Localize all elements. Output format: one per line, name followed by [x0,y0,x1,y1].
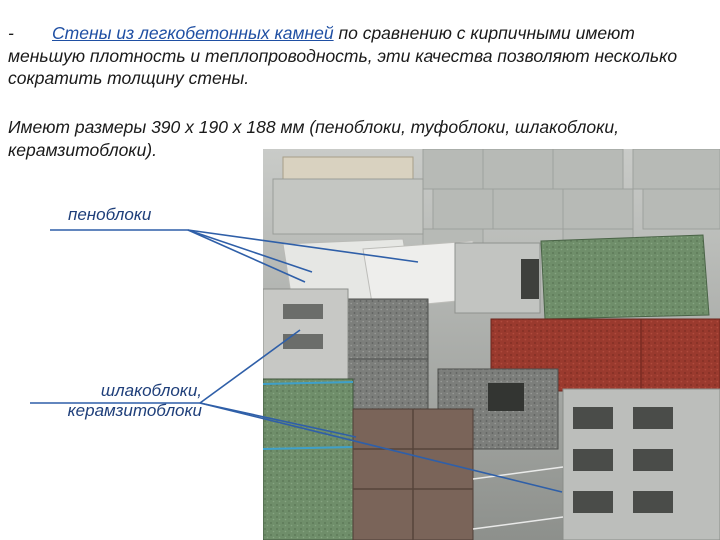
lead-phrase: Стены из легкобетонных камней [52,23,334,43]
slag-block-3-void [488,383,524,411]
slag-block-2 [347,358,429,415]
label-claydite-blocks: керамзитоблоки [67,401,202,420]
slag-block-1 [347,298,429,360]
label-slag-blocks-line1: шлакоблоки, [100,381,202,400]
pallet [282,156,414,180]
green-block [540,234,710,320]
green-block-stack [263,378,354,540]
label-slag-blocks: шлакоблоки, керамзитоблоки [30,381,202,421]
bullet-dash: - [8,23,14,43]
hollow-block-column [263,288,349,380]
paragraph-dimensions: Имеют размеры 390 х 190 х 188 мм (пенобл… [8,117,619,160]
grey-block-stack [272,178,424,235]
background-block-stacks [422,149,720,250]
paragraph-walls: - Стены из легкобетонных камней по сравне… [8,22,708,90]
hollow-block-void [521,259,539,299]
hollow-block-voids [573,407,673,513]
paragraph-rest: по сравнению с кирпичными имеют меньшую … [8,23,678,88]
blocks-photo [263,149,720,540]
label-foam-blocks: пеноблоки [68,205,152,224]
red-block-2 [640,318,720,398]
